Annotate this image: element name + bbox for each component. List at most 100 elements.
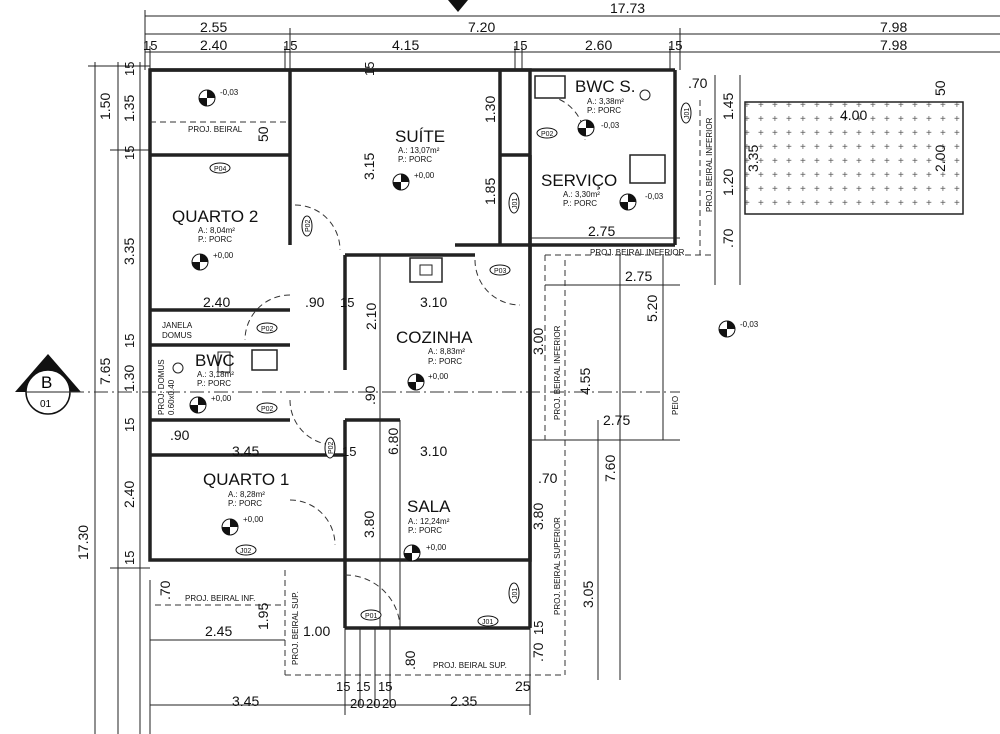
room-level: +0,00 bbox=[414, 171, 435, 180]
label-proj-beiral-superior-v: PROJ. BEIRAL SUPERIOR bbox=[553, 517, 562, 615]
room-level: -0,03 bbox=[645, 192, 664, 201]
dim-left-i2: 15 bbox=[122, 146, 137, 160]
dim-185: 1.85 bbox=[482, 178, 498, 205]
room-level: +0,00 bbox=[426, 543, 447, 552]
tag-p02v2: P02 bbox=[328, 441, 335, 454]
room-name: SERVIÇO bbox=[541, 171, 617, 190]
level-symbol-icon bbox=[407, 373, 425, 391]
dim-bottom-s3: 20 bbox=[350, 696, 364, 711]
dim-070a: .70 bbox=[538, 470, 558, 486]
fixtures bbox=[172, 75, 666, 374]
dim-090b: .90 bbox=[362, 385, 378, 405]
room-name: QUARTO 2 bbox=[172, 207, 258, 226]
dim-top-row2-2: 15 bbox=[283, 38, 297, 53]
dim-400: 4.00 bbox=[840, 107, 867, 123]
dim-25: 25 bbox=[515, 678, 531, 694]
room-area: A.: 12,24m² bbox=[408, 517, 450, 526]
paving-area bbox=[744, 101, 964, 215]
dim-455: 4.55 bbox=[577, 368, 593, 395]
room-suite: SUÍTE A.: 13,07m² P.: PORC +0,00 bbox=[395, 127, 445, 180]
dim-left-i4: 15 bbox=[122, 334, 137, 348]
dim-100: 1.00 bbox=[303, 623, 330, 639]
label-proj-domus-dim: 0.60x0.40 bbox=[167, 379, 176, 415]
top-dimensions: 17.73 2.55 7.20 7.98 15 2.40 15 4.15 15 … bbox=[143, 0, 1000, 70]
dim-315: 3.15 bbox=[361, 153, 377, 180]
room-area: A.: 13,07m² bbox=[398, 146, 440, 155]
room-bwc: BWC A.: 3,18m² P.: PORC +0,00 bbox=[195, 351, 235, 403]
dim-050b: 50 bbox=[932, 80, 948, 96]
dim-15d: 15 bbox=[531, 621, 546, 635]
dim-210: 2.10 bbox=[363, 303, 379, 330]
section-letter: B bbox=[41, 373, 52, 392]
label-proj-beiral-inf: PROJ. BEIRAL INF. bbox=[185, 594, 255, 603]
dim-bottom-s5: 20 bbox=[382, 696, 396, 711]
interior-dimension-texts: 50 3.15 15 1.30 1.85 2.40 .90 15 3.10 2.… bbox=[157, 62, 948, 694]
interior-walls bbox=[150, 70, 530, 560]
dim-310a: 3.10 bbox=[420, 294, 447, 310]
tag-p02a: P02 bbox=[541, 131, 554, 138]
dim-left-i8: 15 bbox=[122, 551, 137, 565]
dim-15-top-a: 15 bbox=[362, 62, 377, 76]
room-floor: P.: PORC bbox=[428, 357, 462, 366]
dim-760: 7.60 bbox=[602, 455, 618, 482]
tag-p02v: P02 bbox=[305, 219, 312, 232]
dim-680: 6.80 bbox=[385, 428, 401, 455]
dim-300: 3.00 bbox=[530, 328, 546, 355]
dim-200: 2.00 bbox=[932, 145, 948, 172]
dim-090a: .90 bbox=[305, 294, 325, 310]
dim-090c: .90 bbox=[170, 427, 190, 443]
level-symbol-icon bbox=[718, 320, 736, 338]
room-level: +0,00 bbox=[213, 251, 234, 260]
room-level: -0,03 bbox=[601, 121, 620, 130]
label-peio: PEIO bbox=[671, 396, 680, 415]
label-proj-domus-v: PROJ. DOMUS bbox=[157, 359, 166, 415]
dim-145: 1.45 bbox=[720, 93, 736, 120]
level-markers bbox=[189, 89, 736, 562]
dim-top-row2-3: 4.15 bbox=[392, 37, 419, 53]
dim-left-150: 1.50 bbox=[97, 93, 113, 120]
tag-j02: J02 bbox=[240, 548, 251, 555]
dim-345: 3.45 bbox=[232, 443, 259, 459]
tag-p03: P03 bbox=[494, 268, 507, 275]
dim-top-row2-1: 2.40 bbox=[200, 37, 227, 53]
tag-p02b: P02 bbox=[261, 326, 274, 333]
room-area: A.: 3,30m² bbox=[563, 190, 600, 199]
level-symbol-icon bbox=[191, 253, 209, 271]
dim-top-row2-4: 15 bbox=[513, 38, 527, 53]
dim-240a: 2.40 bbox=[203, 294, 230, 310]
dim-070c: .70 bbox=[530, 642, 546, 662]
tag-j01v: J01 bbox=[512, 198, 519, 209]
label-proj-beiral-inferior-v2: PROJ. BEIRAL INFERIOR bbox=[553, 325, 562, 420]
tag-p01: P01 bbox=[365, 613, 378, 620]
label-janela: JANELA bbox=[162, 321, 193, 330]
room-floor: P.: PORC bbox=[408, 526, 442, 535]
dim-275b: 2.75 bbox=[625, 268, 652, 284]
dim-080: .80 bbox=[402, 650, 418, 670]
dim-bottom-s2: 15 bbox=[378, 679, 392, 694]
level-symbol-icon bbox=[392, 173, 410, 191]
opening-tags: P02 P04 P02 P02 P03 P01 J02 J01 P02 P02 … bbox=[209, 102, 692, 627]
dim-380a: 3.80 bbox=[361, 511, 377, 538]
dim-bottom-s0: 15 bbox=[336, 679, 350, 694]
dim-top-row2-5: 2.60 bbox=[585, 37, 612, 53]
dim-335: 3.35 bbox=[745, 145, 761, 172]
dim-15b: 15 bbox=[340, 295, 354, 310]
section-sheet: 01 bbox=[40, 399, 52, 410]
tag-p02c: P02 bbox=[261, 406, 274, 413]
beiral-projections bbox=[150, 100, 715, 676]
dim-15c: 15 bbox=[342, 444, 356, 459]
room-servico: SERVIÇO A.: 3,30m² P.: PORC -0,03 bbox=[541, 171, 664, 208]
label-proj-beiral: PROJ. BEIRAL bbox=[188, 125, 243, 134]
room-name: COZINHA bbox=[396, 328, 473, 347]
dim-bottom-345: 3.45 bbox=[232, 693, 259, 709]
label-proj-beiral-inferior-v: PROJ. BEIRAL INFERIOR bbox=[705, 117, 714, 212]
room-name: BWC bbox=[195, 351, 235, 370]
dim-380b: 3.80 bbox=[530, 503, 546, 530]
room-level: +0,00 bbox=[243, 515, 264, 524]
level-right-outside: -0,03 bbox=[740, 320, 759, 329]
level-top-left: -0,03 bbox=[220, 88, 239, 97]
dim-left-765: 7.65 bbox=[97, 358, 113, 385]
dim-275c: 2.75 bbox=[603, 412, 630, 428]
room-name: SALA bbox=[407, 497, 451, 516]
room-area: A.: 3,38m² bbox=[587, 97, 624, 106]
